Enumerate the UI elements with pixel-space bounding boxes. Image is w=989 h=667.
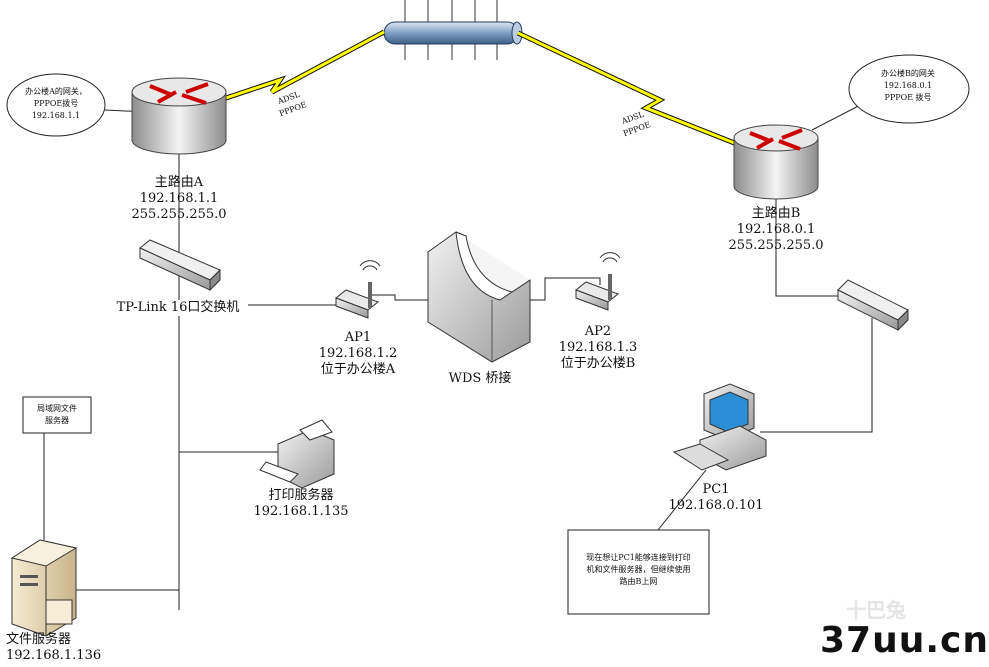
printer-icon — [259, 419, 335, 489]
callout-gateway-a-shape — [6, 73, 106, 137]
wds-bridge-icon — [427, 231, 531, 363]
watermark-site: 37uu.cn — [820, 620, 989, 661]
printer-label: 打印服务器 192.168.1.135 — [244, 488, 358, 520]
router-a-label: 主路由A 192.168.1.1 255.255.255.0 — [124, 175, 234, 223]
printer-ip: 192.168.1.135 — [253, 504, 349, 519]
router-b-mask: 255.255.255.0 — [728, 238, 824, 253]
pc1-ip: 192.168.0.101 — [668, 498, 764, 513]
callout-file-server-line2: 服务器 — [45, 416, 69, 425]
ap2-icon — [575, 252, 621, 311]
callout-gateway-b-line2: 192.168.0.1 — [883, 81, 933, 90]
router-a-ip: 192.168.1.1 — [139, 191, 219, 206]
callout-file-server: 局域网文件 服务器 — [24, 403, 90, 427]
file-server-name: 文件服务器 — [6, 632, 72, 647]
router-a-name: 主路由A — [154, 175, 204, 190]
router-b-label: 主路由B 192.168.0.1 255.255.255.0 — [720, 206, 832, 254]
callout-question-line2: 机和文件服务器，但继续使用 — [586, 565, 691, 574]
callout-gateway-b: 办公楼B的网关 192.168.0.1 PPPOE 拨号 — [858, 68, 958, 104]
network-diagram: 主路由A 192.168.1.1 255.255.255.0 主路由B 192.… — [6, 0, 988, 664]
ap1-name: AP1 — [344, 330, 372, 345]
ap2-label: AP2 192.168.1.3 位于办公楼B — [548, 324, 648, 372]
router-a-mask: 255.255.255.0 — [131, 207, 227, 222]
wds-label: WDS 桥接 — [448, 371, 512, 386]
link-switch-pc1 — [760, 318, 873, 433]
ap2-location: 位于办公楼B — [560, 356, 636, 371]
watermark-mark: 十巴兔 — [846, 598, 906, 622]
ap2-ip: 192.168.1.3 — [558, 340, 638, 355]
callout-pointer-pc1 — [657, 469, 707, 531]
callout-gateway-a: 办公楼A的网关， PPPOE拨号 192.168.1.1 — [10, 86, 102, 122]
callout-gateway-a-line3: 192.168.1.1 — [31, 111, 81, 120]
router-b-ip: 192.168.0.1 — [736, 222, 816, 237]
callout-gateway-b-line3: PPPOE 拨号 — [884, 93, 932, 102]
router-b-name: 主路由B — [751, 206, 801, 221]
router-a-icon — [131, 77, 227, 155]
callout-file-server-shape — [22, 396, 92, 434]
router-b-icon — [733, 124, 819, 200]
callout-question-shape — [567, 529, 710, 615]
file-server-ip: 192.168.1.136 — [6, 648, 102, 663]
ap1-ip: 192.168.1.2 — [318, 346, 398, 361]
ap1-location: 位于办公楼A — [320, 362, 396, 377]
internet-cylinder — [383, 0, 523, 60]
file-server-label: 文件服务器 192.168.1.136 — [6, 632, 116, 664]
link-ap1-wds — [372, 294, 430, 301]
printer-name: 打印服务器 — [268, 488, 334, 503]
callout-gateway-b-shape — [848, 54, 970, 124]
link-wds-ap2 — [530, 277, 601, 301]
switch-b-icon — [837, 279, 909, 332]
callout-question-line3: 路由B上网 — [619, 577, 658, 586]
link-routerb-switch — [775, 195, 840, 297]
ap1-label: AP1 192.168.1.2 位于办公楼A — [308, 330, 408, 378]
callout-gateway-a-line2: PPPOE拨号 — [33, 99, 79, 108]
pc1-name: PC1 — [702, 482, 730, 497]
switch-label: TP-Link 16口交换机 — [108, 300, 248, 316]
callout-gateway-b-line1: 办公楼B的网关 — [881, 69, 935, 78]
ap2-name: AP2 — [584, 324, 612, 339]
switch-a-icon — [139, 239, 221, 292]
pc1-label: PC1 192.168.0.101 — [664, 482, 768, 514]
ap1-icon — [335, 260, 381, 319]
pc1-icon — [672, 383, 767, 471]
diagram-canvas — [6, 0, 970, 637]
callout-gateway-a-line1: 办公楼A的网关， — [25, 87, 87, 96]
callout-question: 现在想让PC1能够连接到打印 机和文件服务器，但继续使用 路由B上网 — [570, 552, 707, 588]
callout-question-line1: 现在想让PC1能够连接到打印 — [586, 553, 691, 562]
file-server-icon — [10, 539, 78, 637]
callout-file-server-line1: 局域网文件 — [37, 404, 77, 413]
